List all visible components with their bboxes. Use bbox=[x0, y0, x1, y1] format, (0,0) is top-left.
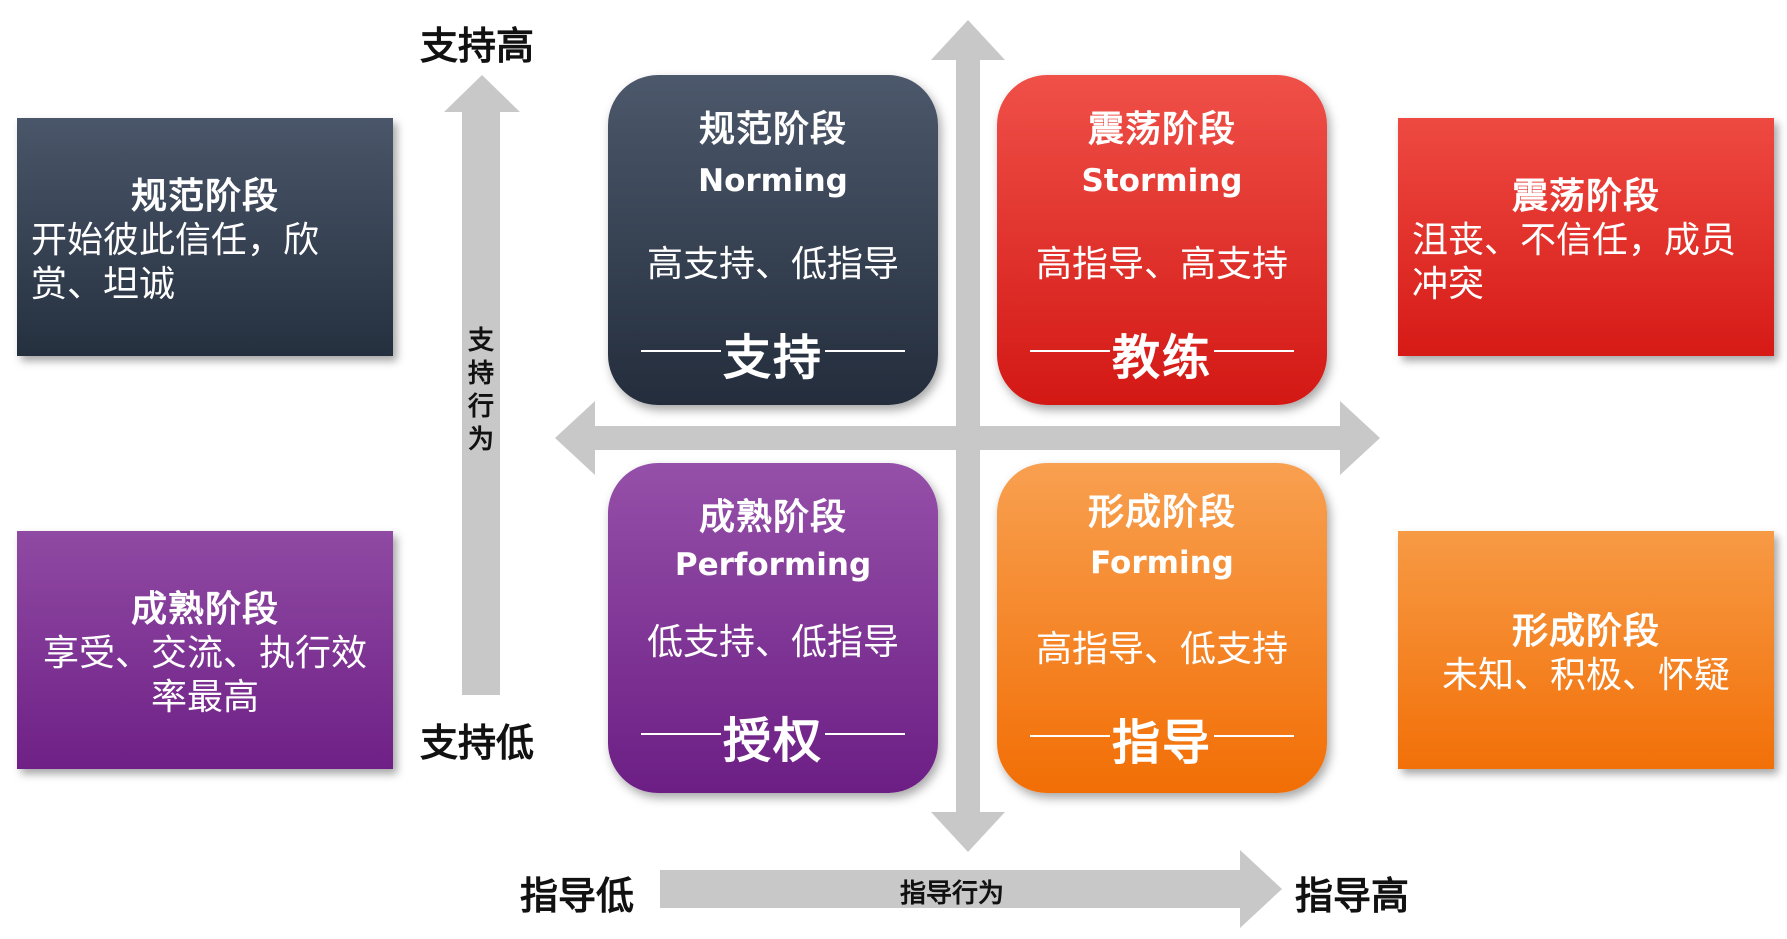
dash-line bbox=[1030, 350, 1110, 352]
dash-line bbox=[1030, 735, 1110, 737]
quadrant-forming-title: 形成阶段 bbox=[1087, 492, 1236, 533]
dash-line bbox=[641, 350, 721, 352]
left-box-norming: 规范阶段 开始彼此信任，欣赏、坦诚 bbox=[17, 118, 393, 356]
quadrant-performing: 成熟阶段 Performing 低支持、低指导 授权 bbox=[608, 463, 938, 793]
right-box-storming-title: 震荡阶段 bbox=[1511, 176, 1660, 217]
quadrant-norming-style: 支持 bbox=[608, 318, 938, 386]
right-box-forming: 形成阶段 未知、积极、怀疑 bbox=[1398, 531, 1774, 769]
left-box-performing-desc: 享受、交流、执行效率最高 bbox=[42, 633, 367, 718]
quadrant-storming-desc: 高指导、高支持 bbox=[1035, 244, 1288, 285]
support-behavior-label: 支持行为 bbox=[467, 326, 494, 455]
dash-line bbox=[825, 350, 905, 352]
quadrant-performing-style: 授权 bbox=[608, 701, 938, 769]
left-box-norming-desc: 开始彼此信任，欣赏、坦诚 bbox=[31, 220, 320, 305]
right-box-storming: 震荡阶段 沮丧、不信任，成员冲突 bbox=[1398, 118, 1774, 356]
quadrant-forming-en: Forming bbox=[1090, 545, 1234, 581]
guide-axis-arrow bbox=[660, 850, 1282, 928]
quadrant-norming-en: Norming bbox=[698, 163, 848, 199]
guide-behavior-label: 指导行为 bbox=[900, 879, 1005, 909]
quadrant-performing-en: Performing bbox=[674, 547, 872, 583]
support-high-label: 支持高 bbox=[420, 24, 535, 68]
dash-line bbox=[825, 733, 905, 735]
quadrant-storming: 震荡阶段 Storming 高指导、高支持 教练 bbox=[997, 75, 1327, 405]
right-box-storming-desc: 沮丧、不信任，成员冲突 bbox=[1412, 220, 1737, 305]
dash-line bbox=[641, 733, 721, 735]
quadrant-storming-style-word: 教练 bbox=[1111, 330, 1212, 386]
support-low-label: 支持低 bbox=[420, 721, 535, 765]
quadrant-forming-desc: 高指导、低支持 bbox=[1035, 629, 1288, 670]
left-box-performing: 成熟阶段 享受、交流、执行效率最高 bbox=[17, 531, 393, 769]
guide-high-label: 指导高 bbox=[1295, 874, 1410, 918]
dash-line bbox=[1214, 735, 1294, 737]
quadrant-storming-title: 震荡阶段 bbox=[1087, 109, 1236, 150]
quadrant-performing-desc: 低支持、低指导 bbox=[646, 622, 899, 663]
left-box-performing-title: 成熟阶段 bbox=[130, 589, 279, 630]
quadrant-performing-title: 成熟阶段 bbox=[698, 497, 847, 538]
quadrant-norming-style-word: 支持 bbox=[722, 330, 823, 386]
quadrant-storming-en: Storming bbox=[1081, 163, 1243, 199]
horizontal-axis-arrow bbox=[555, 401, 1380, 475]
quadrant-forming-style-word: 指导 bbox=[1111, 715, 1212, 771]
right-box-forming-desc: 未知、积极、怀疑 bbox=[1441, 655, 1730, 696]
guide-low-label: 指导低 bbox=[520, 874, 635, 918]
quadrant-forming: 形成阶段 Forming 高指导、低支持 指导 bbox=[997, 463, 1327, 793]
quadrant-storming-style: 教练 bbox=[997, 318, 1327, 386]
quadrant-forming-style: 指导 bbox=[997, 703, 1327, 771]
quadrant-norming-title: 规范阶段 bbox=[698, 109, 847, 150]
dash-line bbox=[1214, 350, 1294, 352]
quadrant-norming-desc: 高支持、低指导 bbox=[646, 244, 899, 285]
support-axis-arrow bbox=[444, 75, 520, 695]
quadrant-norming: 规范阶段 Norming 高支持、低指导 支持 bbox=[608, 75, 938, 405]
quadrant-performing-style-word: 授权 bbox=[722, 713, 823, 769]
right-box-forming-title: 形成阶段 bbox=[1511, 611, 1660, 652]
left-box-norming-title: 规范阶段 bbox=[130, 176, 279, 217]
